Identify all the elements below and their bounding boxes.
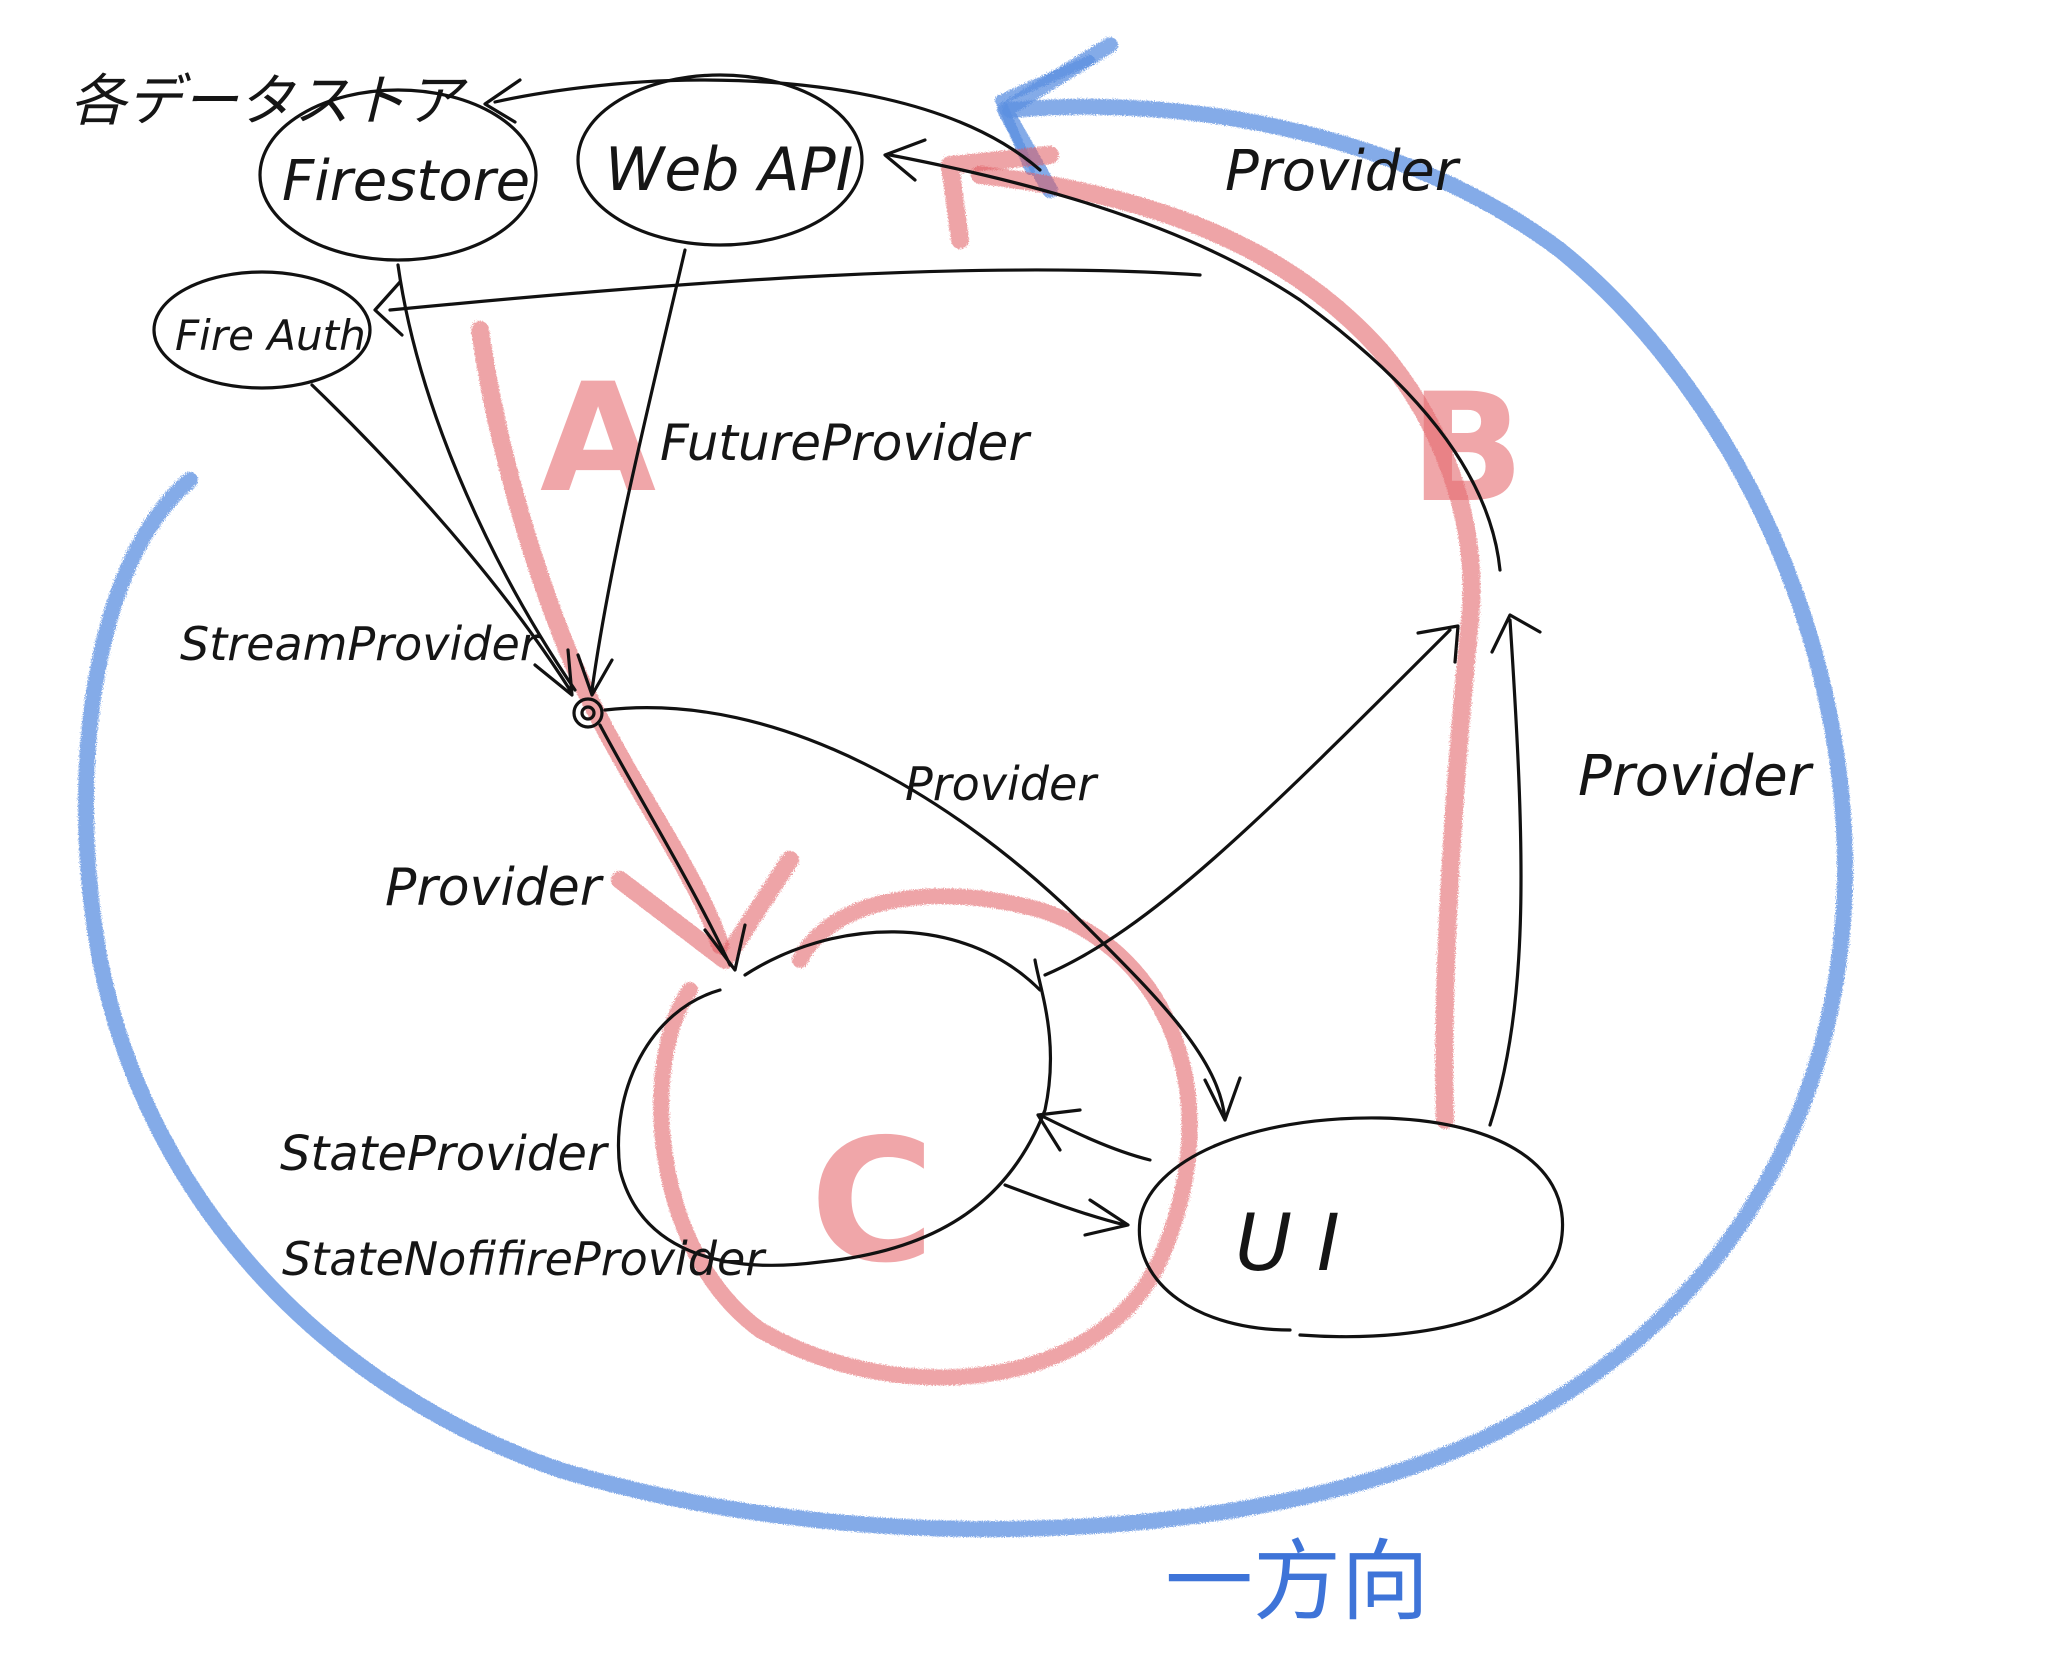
firestore-label: Firestore [282,149,530,214]
state-provider-label: StateProvider [280,1126,610,1182]
fire-auth-node: Fire Auth [152,270,372,390]
one-direction-label: 一方向 [1165,1530,1429,1633]
web-api-node: Web API [576,73,864,247]
red-flow-a [471,321,799,969]
hub-to-ui-arrow [603,706,1242,1122]
future-provider-label: FutureProvider [660,414,1032,472]
provider-right-label: Provider [1578,744,1814,809]
provider-left-label: Provider [385,858,605,918]
fire-auth-label: Fire Auth [175,311,366,360]
stream-provider-label: StreamProvider [180,617,542,671]
auth-to-hub-arrow [310,383,574,697]
heading-arrow [483,78,1042,172]
state-provider-node: StateProvider StateNofifireProvider [280,930,1053,1286]
firestore-node: Firestore [258,88,538,262]
ui-node: U I [1137,1116,1565,1339]
red-flow-c [653,888,1198,1386]
flow-a-label: A [540,352,656,526]
state-to-b-arrow [1043,624,1460,977]
flow-c-label: C [810,1103,935,1301]
ui-to-provider-arrow [1488,613,1542,1127]
red-flow-b [941,146,1481,1129]
firestore-to-hub-arrow [396,263,577,692]
hub-to-state-arrow [598,723,747,972]
webapi-to-hub-arrow [576,248,687,697]
provider-middle-label: Provider [905,757,1099,811]
datastore-heading: 各データストア [70,69,468,134]
state-to-ui-arrow [1003,1183,1130,1237]
state-notifier-provider-label: StateNofifireProvider [282,1232,767,1286]
ui-to-state-arrow [1036,1108,1152,1162]
b-to-webapi-arrow [883,138,1502,572]
ui-label: U I [1235,1199,1340,1289]
flow-b-label: B [1410,362,1524,536]
web-api-label: Web API [605,135,853,205]
provider-to-auth-arrow [373,268,1202,337]
provider-top-right-label: Provider [1225,139,1461,204]
hub-node [572,697,604,729]
